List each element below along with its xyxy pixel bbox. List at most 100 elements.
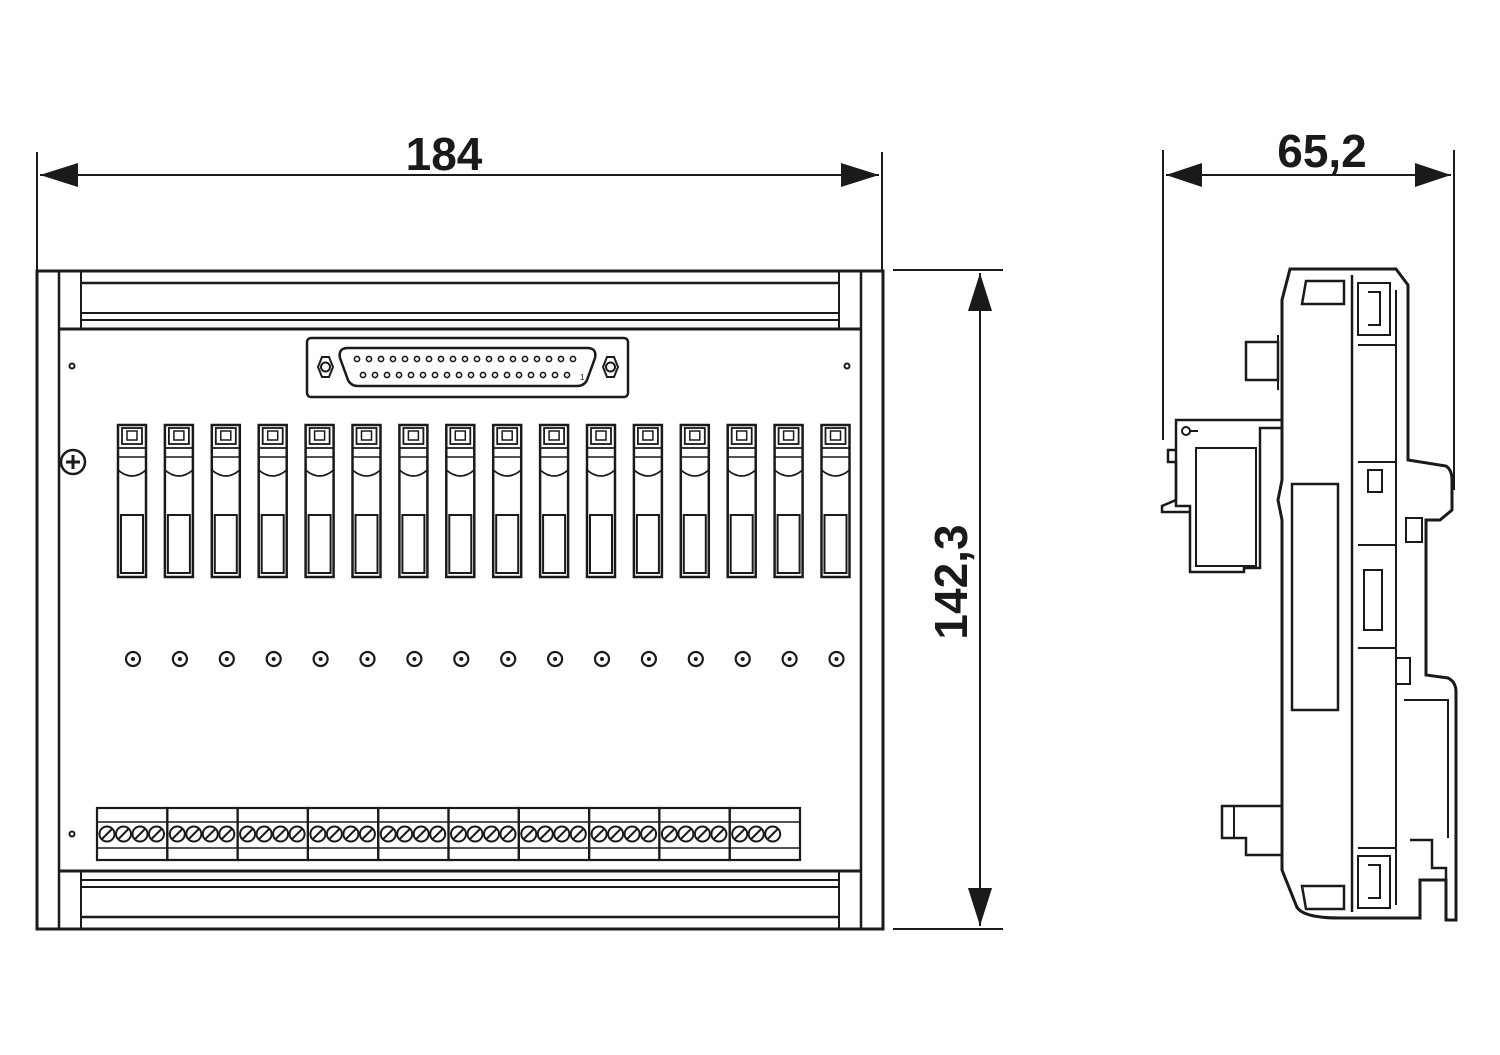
terminal-block-row <box>95 806 802 862</box>
hex-nut-left-icon <box>316 356 335 378</box>
mounting-hole-bottom-left <box>68 830 76 838</box>
left-end-cap-top-clip <box>58 270 82 330</box>
d-sub-pin <box>467 371 475 379</box>
relay <box>163 423 195 579</box>
terminal-screw-icon <box>710 825 728 843</box>
d-sub-flange <box>305 336 630 399</box>
d-sub-pin <box>473 355 481 363</box>
terminal-screw-icon <box>590 825 608 843</box>
d-sub-pin <box>551 371 559 379</box>
led-indicator <box>265 650 282 668</box>
terminal-screw-icon <box>201 825 219 843</box>
right-end-cap-bottom-clip <box>838 870 862 930</box>
relay-row <box>116 423 851 579</box>
d-sub-pin <box>569 355 577 363</box>
d-sub-pin <box>461 355 469 363</box>
terminal-screw-icon <box>429 825 447 843</box>
led-indicator <box>218 650 235 668</box>
left-end-cap <box>35 269 61 931</box>
terminal-screw-icon <box>569 825 587 843</box>
terminal-screw-icon <box>553 825 571 843</box>
d-sub-pin <box>503 371 511 379</box>
terminal-screw-icon <box>358 825 376 843</box>
side-terminal-block <box>1220 804 1282 857</box>
terminal-screw-icon <box>115 825 132 843</box>
led-indicator <box>687 650 704 668</box>
led-row <box>124 650 845 668</box>
relay <box>445 423 476 579</box>
d-sub-pins <box>353 355 577 379</box>
arrowhead-top <box>968 273 992 311</box>
left-end-cap-bottom-clip <box>58 870 82 930</box>
side-relay-pin-icon <box>1181 426 1198 436</box>
d-sub-pin <box>425 355 433 363</box>
mounting-hole-top-left <box>68 362 76 370</box>
terminal-screw-icon <box>764 825 782 843</box>
side-din-foot <box>1410 838 1448 920</box>
relay <box>491 423 523 579</box>
d-sub-pin <box>419 371 427 379</box>
terminal-block <box>306 806 380 862</box>
led-indicator <box>546 650 564 668</box>
right-end-cap-top-clip <box>838 270 862 330</box>
relay <box>116 423 148 579</box>
d-sub-connector: 1 <box>305 336 630 399</box>
d-sub-pin <box>509 355 517 363</box>
d-sub-pin <box>491 371 499 379</box>
terminal-screw-icon <box>660 825 678 843</box>
d-sub-pin <box>383 371 391 379</box>
side-bottom-window <box>1300 884 1346 911</box>
relay <box>679 423 711 579</box>
side-mid-latch <box>1363 569 1383 631</box>
terminal-block <box>447 806 520 862</box>
terminal-screw-icon <box>747 825 765 843</box>
terminal-screw-icon <box>677 825 695 843</box>
d-sub-pin <box>389 355 397 363</box>
terminal-screw-icon <box>640 825 658 843</box>
terminal-block <box>517 806 591 862</box>
terminal-screw-icon <box>148 825 165 843</box>
d-sub-pin <box>401 355 409 363</box>
d-sub-pin <box>413 355 421 363</box>
terminal-screw-icon <box>396 825 414 843</box>
terminal-screw-icon <box>466 825 484 843</box>
terminal-screw-icon <box>693 825 711 843</box>
terminal-screw-icon <box>309 825 327 843</box>
led-indicator <box>500 650 517 668</box>
d-sub-pin <box>407 371 415 379</box>
terminal-screw-icon <box>239 825 257 843</box>
dimension-label-depth: 65,2 <box>1277 125 1367 177</box>
side-view <box>1160 267 1458 922</box>
terminal-screw-icon <box>450 825 467 843</box>
led-indicator <box>124 650 142 668</box>
side-bottom-clip-detail <box>1368 864 1381 899</box>
terminal-screw-icon <box>131 825 149 843</box>
side-label-panel <box>1290 482 1340 712</box>
relay <box>257 423 288 579</box>
side-dsub-connector <box>1244 340 1280 382</box>
side-rail-guide <box>1404 699 1449 838</box>
side-bottom-clip <box>1357 855 1391 909</box>
d-sub-pin <box>479 371 487 379</box>
d-sub-pin <box>485 355 493 363</box>
hex-nut-right-icon <box>601 356 620 378</box>
d-sub-pin <box>527 371 535 379</box>
relay <box>398 423 429 579</box>
terminal-screw-icon <box>607 825 625 843</box>
terminal-block <box>377 806 450 862</box>
terminal-screw-icon <box>623 825 641 843</box>
side-switch-detail <box>1367 469 1383 493</box>
side-relay-latch <box>1160 448 1190 514</box>
side-small-latch <box>1395 657 1411 685</box>
dimension-depth: 65,2 <box>1162 125 1455 490</box>
terminal-screw-icon <box>98 825 116 843</box>
d-sub-pin <box>371 371 379 379</box>
d-sub-pin <box>377 355 385 363</box>
mounting-hole-top-right <box>843 362 851 370</box>
d-sub-pin <box>497 355 505 363</box>
relay <box>820 423 851 579</box>
dimension-height: 142,3 <box>893 269 1003 930</box>
side-relay <box>1174 418 1284 574</box>
relay <box>304 423 335 579</box>
